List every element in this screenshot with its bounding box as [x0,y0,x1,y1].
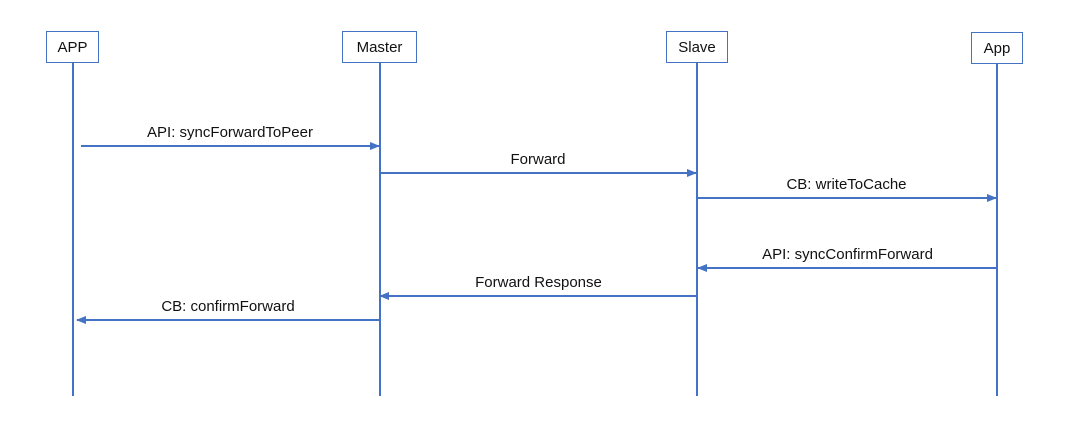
message-confirm-forward: CB: confirmForward [76,298,379,324]
actor-box-slave: Slave [666,31,728,63]
message-label: Forward [510,150,566,168]
arrowhead-right-icon [687,168,697,177]
arrowhead-right-icon [987,193,997,202]
message-sync-confirm-forward: API: syncConfirmForward [697,246,997,272]
message-label: CB: confirmForward [161,297,295,315]
message-forward: Forward [380,151,697,177]
actor-box-app-left: APP [46,31,99,63]
message-label: API: syncConfirmForward [762,245,933,263]
actor-label-master: Master [356,38,403,56]
actor-box-app-right: App [971,32,1023,64]
lifeline-slave [696,63,698,396]
lifeline-master [379,63,381,396]
message-label: Forward Response [475,273,602,291]
actor-label-app-left: APP [57,38,88,56]
arrowhead-right-icon [370,141,380,150]
actor-label-slave: Slave [678,38,716,56]
arrowhead-left-icon [76,315,86,324]
lifeline-app-left [72,63,74,396]
message-write-to-cache: CB: writeToCache [697,176,997,202]
actor-box-master: Master [342,31,417,63]
lifeline-app-right [996,64,998,396]
message-label: CB: writeToCache [786,175,907,193]
message-label: API: syncForwardToPeer [147,123,313,141]
message-sync-forward-to-peer: API: syncForwardToPeer [81,124,380,150]
actor-label-app-right: App [983,39,1011,57]
arrowhead-left-icon [379,291,389,300]
message-forward-response: Forward Response [379,274,697,300]
arrowhead-left-icon [697,263,707,272]
